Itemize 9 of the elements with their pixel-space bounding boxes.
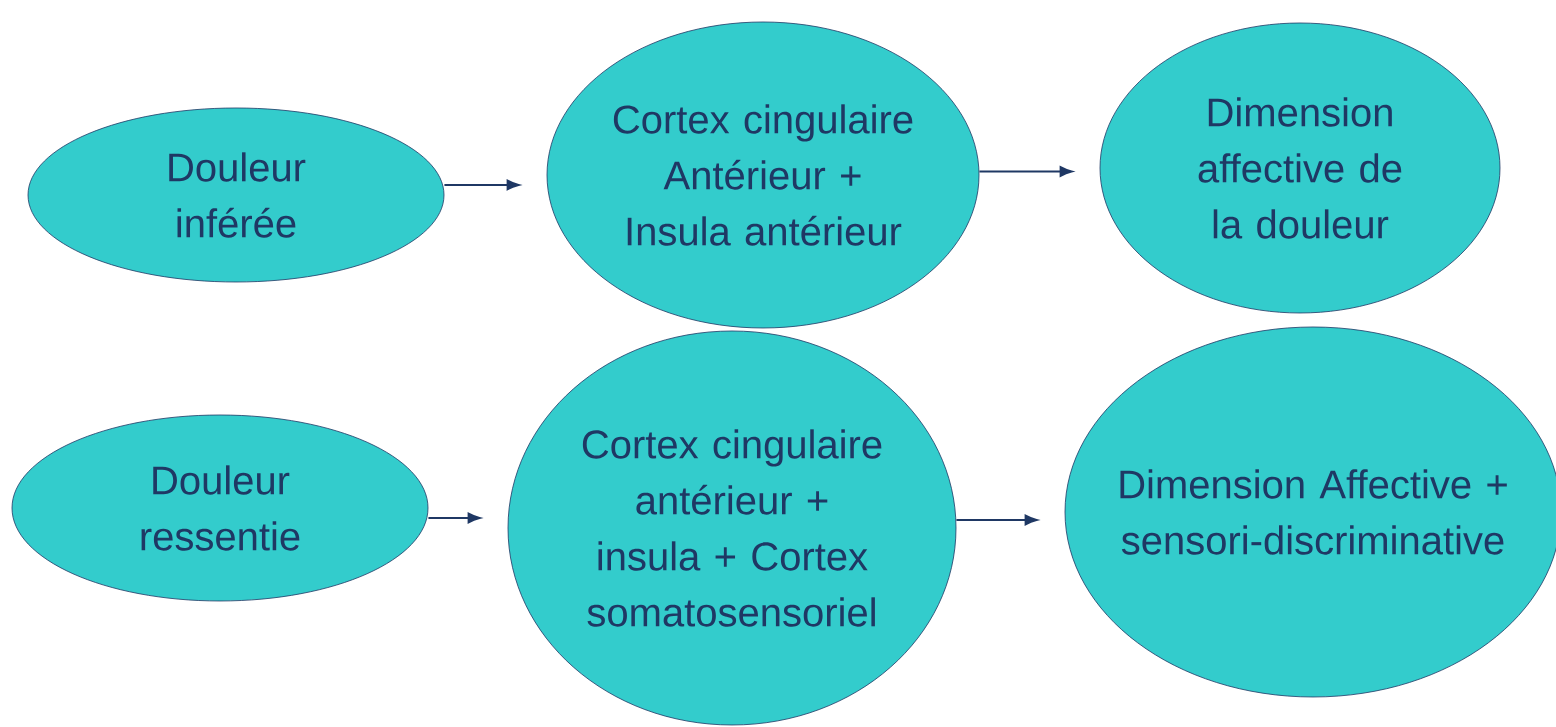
arrow [427,512,481,524]
ellipse-node: Dimension affective de la douleur [1099,22,1501,314]
ellipse-node: Cortex cingulaire Antérieur + Insula antérieur [546,21,980,329]
arrow [443,179,520,191]
ellipse-node: Dimension Affective + sensori-discriminative [1064,326,1556,698]
ellipse-node: Douleur ressentie [11,414,429,602]
ellipse-node: Cortex cingulaire antérieur + insula + Cortex somatosensoriel [507,330,957,726]
ellipse-node: Douleur inférée [27,107,445,283]
arrow [955,514,1038,526]
